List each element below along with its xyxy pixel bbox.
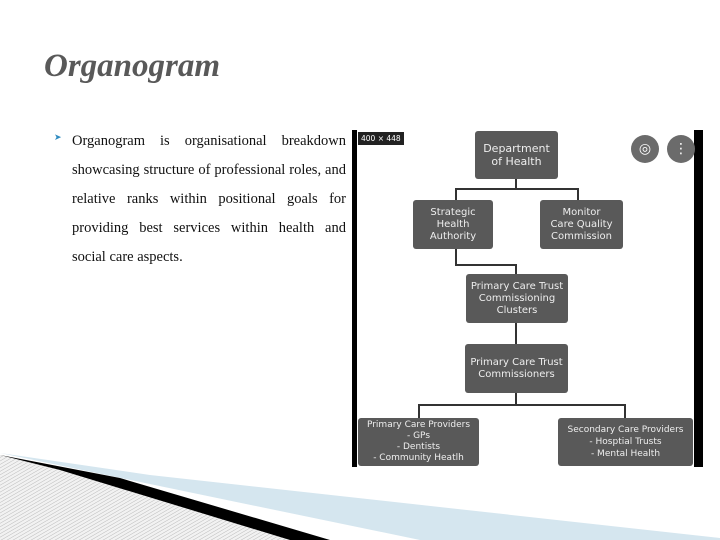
- node-strategic-health-authority: Strategic Health Authority: [413, 200, 493, 249]
- image-size-badge: 400 × 448: [358, 132, 404, 145]
- image-border-left: [352, 130, 357, 467]
- image-border-right: [694, 130, 703, 467]
- more-vert-icon[interactable]: ⋮: [667, 135, 695, 163]
- node-monitor: Monitor Care Quality Commission: [540, 200, 623, 249]
- node-department-of-health: Department of Health: [475, 131, 558, 179]
- node-pct-clusters: Primary Care Trust Commissioning Cluster…: [466, 274, 568, 323]
- bullet-text: Organogram is organisational breakdown s…: [72, 133, 346, 265]
- node-primary-care-providers: Primary Care Providers - GPs - Dentists …: [358, 418, 479, 466]
- organogram-image[interactable]: Department of Health Strategic Health Au…: [352, 130, 703, 467]
- node-pct-commissioners: Primary Care Trust Commissioners: [465, 344, 568, 393]
- node-secondary-care-providers: Secondary Care Providers - Hosptial Trus…: [558, 418, 693, 466]
- lens-icon[interactable]: ◎: [631, 135, 659, 163]
- bullet-arrow-icon: ➤: [54, 132, 62, 142]
- slide-title: Organogram: [44, 48, 221, 84]
